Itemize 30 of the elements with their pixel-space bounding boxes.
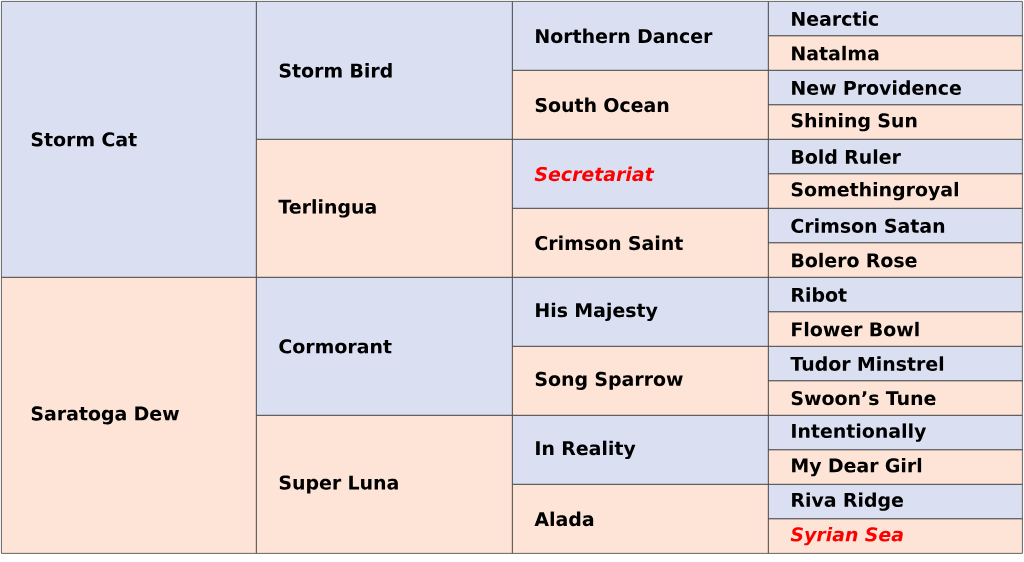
table-cell: Crimson Satan xyxy=(768,208,1023,244)
table-cell: Saratoga Dew xyxy=(1,277,257,554)
table-cell: In Reality xyxy=(512,415,769,485)
table-cell: Cormorant xyxy=(256,277,513,416)
table-cell: Swoon’s Tune xyxy=(768,380,1023,416)
table-cell: South Ocean xyxy=(512,70,769,140)
table-cell: Secretariat xyxy=(512,139,769,209)
table-cell: Northern Dancer xyxy=(512,1,769,71)
table-cell: Nearctic xyxy=(768,1,1023,37)
table-cell: New Providence xyxy=(768,70,1023,106)
table-cell: Terlingua xyxy=(256,139,513,278)
table-cell: Natalma xyxy=(768,35,1023,71)
table-cell: Storm Cat xyxy=(1,1,257,278)
table-cell: Bold Ruler xyxy=(768,139,1023,175)
table-cell: Alada xyxy=(512,484,769,554)
table-cell: Bolero Rose xyxy=(768,242,1023,278)
table-cell: My Dear Girl xyxy=(768,449,1023,485)
table-cell: Shining Sun xyxy=(768,104,1023,140)
table-cell: Storm Bird xyxy=(256,1,513,140)
table-cell: His Majesty xyxy=(512,277,769,347)
table-cell: Somethingroyal xyxy=(768,173,1023,209)
table-cell: Crimson Saint xyxy=(512,208,769,278)
table-cell: Ribot xyxy=(768,277,1023,313)
table-cell: Song Sparrow xyxy=(512,346,769,416)
table-cell: Super Luna xyxy=(256,415,513,554)
table-cell: Tudor Minstrel xyxy=(768,346,1023,382)
table-cell: Syrian Sea xyxy=(768,518,1023,554)
table-cell: Flower Bowl xyxy=(768,311,1023,347)
table-cell: Intentionally xyxy=(768,415,1023,451)
table-cell: Riva Ridge xyxy=(768,484,1023,520)
